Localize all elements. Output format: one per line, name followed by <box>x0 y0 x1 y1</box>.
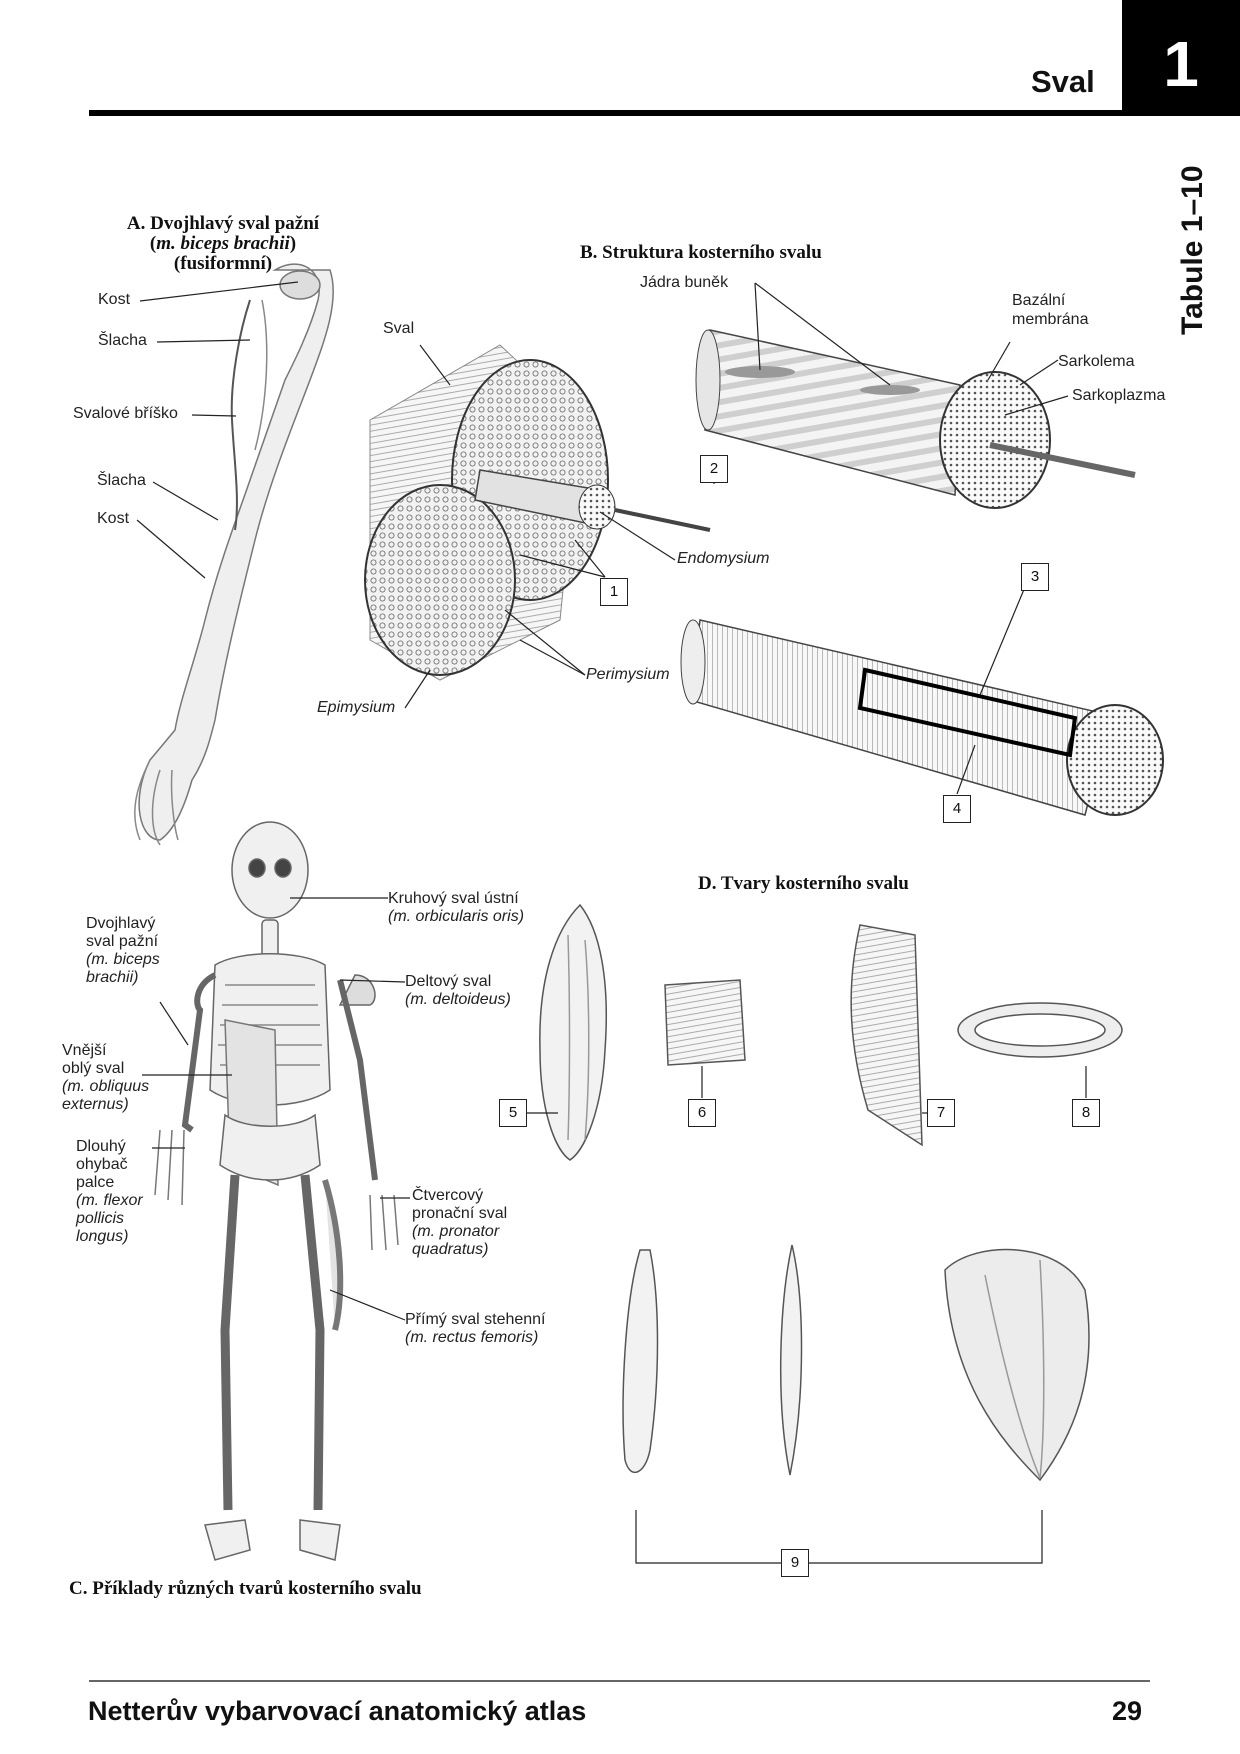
label-membrana: membrána <box>1012 311 1089 328</box>
label-endomysium: Endomysium <box>677 550 770 567</box>
header-rule <box>89 110 1122 116</box>
muscle-shapes-illustration <box>539 903 1123 1482</box>
number-box-7: 7 <box>927 1099 955 1127</box>
skeleton-illustration <box>154 821 399 1561</box>
label-deltoideus: Deltový sval (m. deltoideus) <box>405 973 511 1008</box>
section-a-latin-name: m. biceps brachii <box>156 233 290 254</box>
section-a-title-line3: (fusiformní) <box>173 253 273 274</box>
section-a-title-line1: A. Dvojhlavý sval pažní <box>126 213 320 234</box>
section-b-title: B. Struktura kosterního svalu <box>580 242 822 263</box>
label-bazalni: Bazální <box>1012 292 1066 309</box>
label-pronator-quadratus: Čtvercový pronační sval (m. pronator qua… <box>412 1187 508 1258</box>
label-epimysium: Epimysium <box>317 699 396 716</box>
number-box-1: 1 <box>600 578 628 606</box>
footer-page-number: 29 <box>1112 1696 1143 1726</box>
label-perimysium: Perimysium <box>586 666 670 683</box>
number-box-3: 3 <box>1021 563 1049 591</box>
muscle-fibre-illustration <box>695 329 1136 509</box>
arm-leader-lines <box>136 281 299 579</box>
label-flexor-pollicis-longus: Dlouhý ohybač palce (m. flexor pollicis … <box>76 1138 143 1245</box>
label-biceps-brachii: Dvojhlavý sval pažní (m. biceps brachii) <box>86 915 160 986</box>
label-kost-2: Kost <box>97 510 130 527</box>
label-slacha-2: Šlacha <box>97 472 146 489</box>
muscle-bundle-illustration <box>364 344 711 681</box>
label-rectus-femoris: Přímý sval stehenní (m. rectus femoris) <box>405 1311 546 1346</box>
number-box-9: 9 <box>781 1549 809 1577</box>
myofibril-illustration <box>680 619 1164 816</box>
label-sarkolema: Sarkolema <box>1058 353 1135 370</box>
section-a-title: A. Dvojhlavý sval pažní (m. biceps brach… <box>83 214 363 274</box>
number-box-4: 4 <box>943 795 971 823</box>
number-box-8: 8 <box>1072 1099 1100 1127</box>
section-a-title-line2: (m. biceps brachii) <box>149 233 297 254</box>
number-box-2: 2 <box>700 455 728 483</box>
label-kost-1: Kost <box>98 291 131 308</box>
label-jadra-bunek: Jádra buněk <box>640 274 729 291</box>
number-box-6: 6 <box>688 1099 716 1127</box>
chapter-number-box: 1 <box>1122 0 1240 116</box>
label-slacha-1: Šlacha <box>98 332 147 349</box>
label-svalove-bricho: Svalové bříško <box>73 405 178 422</box>
label-orbicularis-oris: Kruhový sval ústní (m. orbicularis oris) <box>388 890 525 925</box>
label-sarkoplazma: Sarkoplazma <box>1072 387 1166 404</box>
footer-book-title: Netterův vybarvovací anatomický atlas <box>88 1696 587 1726</box>
number-box-5: 5 <box>499 1099 527 1127</box>
page-title: Sval <box>1031 64 1095 99</box>
section-c-title: C. Příklady různých tvarů kosterního sva… <box>69 1578 422 1599</box>
arm-illustration <box>134 263 334 846</box>
section-d-title: D. Tvary kosterního svalu <box>698 873 909 894</box>
label-sval: Sval <box>383 320 415 337</box>
shapes-leader-lines <box>142 897 410 1321</box>
label-obliquus-externus: Vnější oblý sval (m. obliquus externus) <box>62 1042 150 1113</box>
